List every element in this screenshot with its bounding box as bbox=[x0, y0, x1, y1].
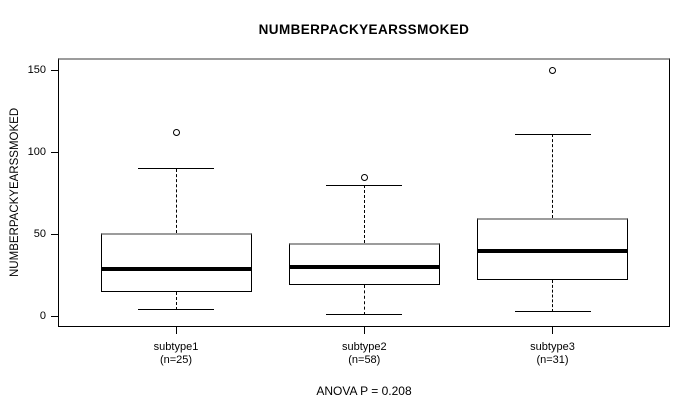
category-label-subtype1: subtype1(n=25) bbox=[106, 341, 246, 367]
category-n-count: (n=31) bbox=[536, 354, 569, 366]
y-tick-label: 100 bbox=[27, 146, 46, 158]
median-line bbox=[100, 266, 252, 271]
y-tick-mark bbox=[51, 316, 58, 317]
outlier-point bbox=[360, 173, 368, 181]
iqr-box-subtype2 bbox=[288, 242, 440, 286]
median-line bbox=[477, 248, 628, 253]
y-tick-label: 150 bbox=[27, 64, 46, 76]
lower-whisker-line bbox=[175, 291, 177, 310]
anova-annotation: ANOVA P = 0.208 bbox=[316, 384, 412, 398]
upper-whisker-line bbox=[363, 185, 365, 243]
y-tick-label: 0 bbox=[39, 310, 46, 322]
upper-whisker-cap bbox=[138, 168, 214, 170]
y-tick-mark bbox=[51, 70, 58, 71]
x-tick-mark bbox=[552, 327, 553, 334]
outlier-point bbox=[172, 129, 180, 137]
y-tick-label: 50 bbox=[33, 228, 46, 240]
lower-whisker-cap bbox=[326, 314, 403, 316]
x-tick-mark bbox=[175, 327, 177, 334]
upper-whisker-line bbox=[552, 134, 553, 219]
upper-whisker-cap bbox=[326, 184, 403, 186]
outlier-point bbox=[549, 67, 556, 74]
category-n-count: (n=58) bbox=[348, 354, 381, 366]
iqr-box-subtype1 bbox=[100, 232, 252, 292]
lower-whisker-cap bbox=[514, 311, 591, 313]
chart-title: NUMBERPACKYEARSSMOKED bbox=[258, 22, 470, 37]
lower-whisker-line bbox=[552, 280, 553, 312]
category-n-count: (n=25) bbox=[159, 354, 193, 366]
x-tick-mark bbox=[363, 327, 365, 334]
category-name: subtype1 bbox=[153, 341, 199, 353]
category-name: subtype2 bbox=[341, 341, 387, 353]
category-label-subtype2: subtype2(n=58) bbox=[294, 341, 434, 367]
category-name: subtype3 bbox=[530, 341, 575, 353]
y-tick-mark bbox=[51, 152, 58, 153]
upper-whisker-line bbox=[175, 168, 177, 233]
y-tick-mark bbox=[51, 234, 58, 235]
lower-whisker-line bbox=[363, 285, 365, 315]
upper-whisker-cap bbox=[514, 133, 591, 135]
category-label-subtype3: subtype3(n=31) bbox=[483, 341, 623, 367]
lower-whisker-cap bbox=[138, 309, 214, 311]
median-line bbox=[288, 265, 440, 270]
y-axis-label: NUMBERPACKYEARSSMOKED bbox=[9, 107, 21, 278]
